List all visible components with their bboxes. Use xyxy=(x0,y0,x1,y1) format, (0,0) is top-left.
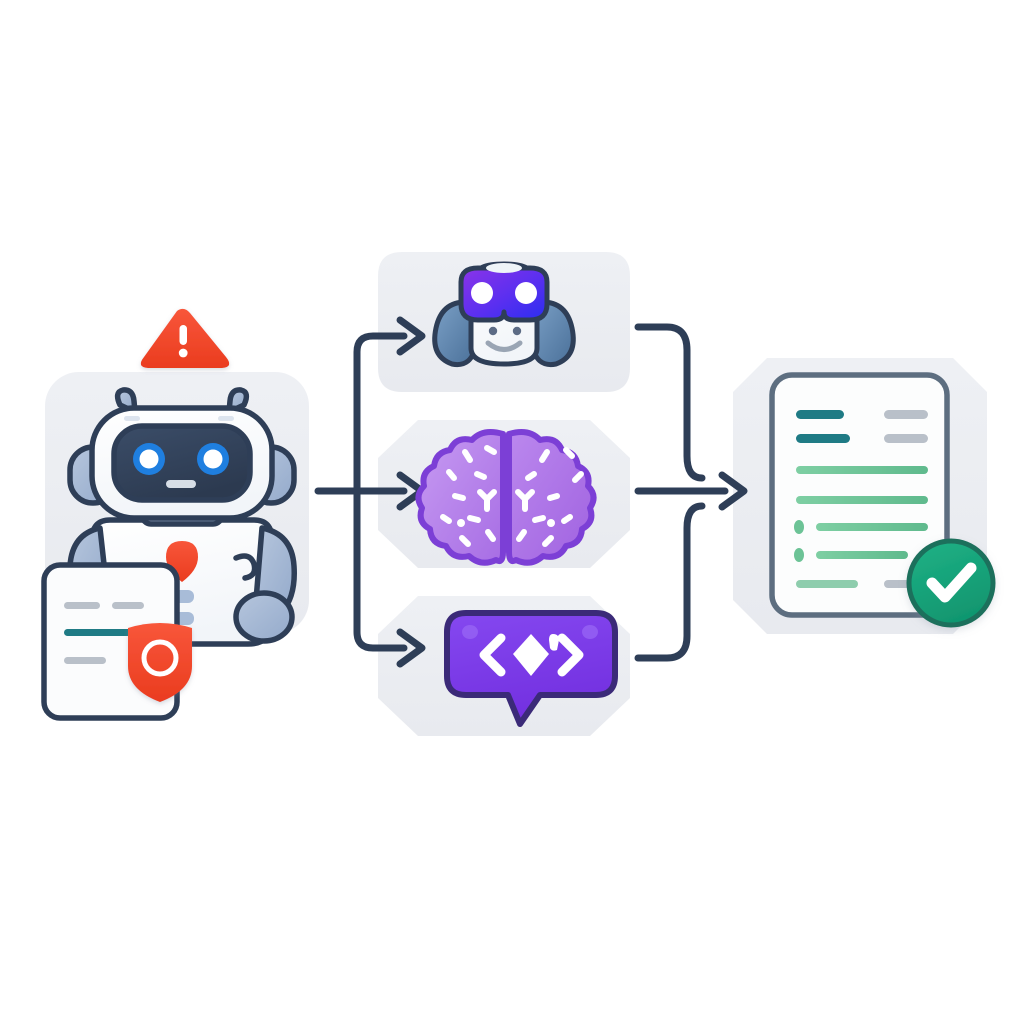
code-bubble-glyph xyxy=(479,633,584,677)
result-doc-line-r5 xyxy=(816,523,928,531)
robot-hand-thumb xyxy=(233,553,258,581)
result-doc-line-r7-left xyxy=(796,580,858,588)
result-doc-line-r2-right xyxy=(884,434,928,443)
input-doc-line-1a xyxy=(64,602,100,609)
arrowhead-to-vr-agent xyxy=(396,316,426,356)
arrowhead-to-result xyxy=(718,471,748,511)
alert-triangle-badge[interactable] xyxy=(140,308,230,368)
robot-eye-right-pupil xyxy=(203,449,223,469)
vr-goggle-lens-left xyxy=(471,282,493,304)
robot-head-glint-left xyxy=(124,416,140,421)
result-doc-line-r3 xyxy=(796,466,928,474)
brain-dot-right xyxy=(547,519,555,527)
vr-goggle-lens-right xyxy=(515,282,537,304)
vr-smile-icon xyxy=(485,340,523,352)
result-doc-line-r1-left xyxy=(796,410,844,419)
robot-hand-right xyxy=(233,590,295,644)
edge-merge-top xyxy=(634,323,706,482)
robot-mouth xyxy=(166,480,196,488)
alert-exclamation-dot xyxy=(178,348,188,358)
bubble-glint-left xyxy=(462,625,478,639)
diamond-icon xyxy=(513,634,549,676)
robot-eye-left-pupil xyxy=(139,449,159,469)
robot-eyes xyxy=(133,443,229,488)
shield-ring-icon xyxy=(141,639,179,677)
result-doc-line-r6 xyxy=(816,551,908,559)
angle-bracket-right-icon xyxy=(557,633,584,677)
vr-cap-highlight xyxy=(486,263,522,273)
alert-exclamation-bar xyxy=(179,325,187,345)
edge-merge-bottom xyxy=(634,502,706,662)
input-doc-line-2 xyxy=(64,629,146,636)
angle-bracket-left-icon xyxy=(479,633,506,677)
shield-badge[interactable] xyxy=(128,623,192,702)
brain-fold-marks xyxy=(440,445,584,547)
result-doc-line-r2-left xyxy=(796,434,850,443)
check-badge[interactable] xyxy=(906,538,996,628)
result-doc-bullet-r6 xyxy=(794,548,804,562)
robot-head-glint-right xyxy=(218,416,234,421)
result-doc-bullet-r5 xyxy=(794,520,804,534)
vr-face-dot-left xyxy=(488,326,498,336)
check-mark-icon xyxy=(926,562,977,603)
edge-vertical-trunk-down xyxy=(353,487,408,652)
bubble-glint-right xyxy=(582,625,598,639)
brain-dot-left xyxy=(457,519,465,527)
vr-face-dot-right xyxy=(512,326,522,336)
edge-vertical-trunk xyxy=(353,332,408,495)
result-doc-line-r1-right xyxy=(884,410,928,419)
apostrophe-icon xyxy=(549,634,559,651)
shield-icon xyxy=(128,623,192,702)
input-doc-line-3 xyxy=(64,657,106,664)
arrowhead-to-code-bubble xyxy=(396,628,426,668)
result-doc-line-r4 xyxy=(796,496,928,504)
input-doc-line-1b xyxy=(112,602,144,609)
